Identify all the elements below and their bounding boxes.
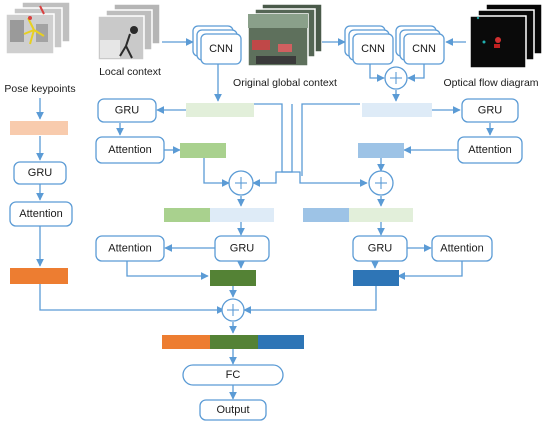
local-context-label: Local context xyxy=(99,66,161,78)
global-to-left-plus-arrow xyxy=(252,104,293,187)
local-gru-label: GRU xyxy=(115,105,140,117)
flow-cnn-label: CNN xyxy=(412,43,436,55)
output-node: Output xyxy=(199,399,267,421)
pose-gru-label: GRU xyxy=(28,167,53,179)
top-plus-node xyxy=(384,66,408,90)
flow-cnn-node: CNN xyxy=(395,25,445,65)
pose-attention-node: Attention xyxy=(9,201,73,227)
pose-attention-label: Attention xyxy=(19,208,62,220)
flow-final-bar xyxy=(353,270,399,286)
flow-concat-part2 xyxy=(349,208,413,222)
pose-gru-node: GRU xyxy=(13,161,67,185)
output-label: Output xyxy=(216,404,249,416)
fc-node: FC xyxy=(182,364,284,386)
mid-left-gru-node: GRU xyxy=(214,235,270,262)
local-concat-part2 xyxy=(210,208,274,222)
local-context-image xyxy=(97,3,161,61)
global-gru-label: GRU xyxy=(478,105,503,117)
local-feature-bar xyxy=(186,103,254,117)
local-attention-label: Attention xyxy=(108,144,151,156)
mid-left-attention-node: Attention xyxy=(95,235,165,262)
pose-keypoints-image xyxy=(5,1,71,55)
optical-flow-label: Optical flow diagram xyxy=(443,77,538,89)
mid-right-gru-node: GRU xyxy=(352,235,408,262)
final-concat-flow xyxy=(258,335,304,349)
global-gru-node: GRU xyxy=(461,98,519,123)
global-context-image xyxy=(247,3,323,67)
right-plus-node xyxy=(368,170,394,196)
pose-attended-bar xyxy=(10,268,68,284)
local-to-right-plus-arrow xyxy=(254,103,368,187)
local-attended-to-plus-arrow xyxy=(203,158,230,187)
local-final-bar xyxy=(210,270,256,286)
global-cnn-node: CNN xyxy=(344,25,394,65)
local-concat-part1 xyxy=(164,208,210,222)
cnn-flow-to-plus-arrow xyxy=(407,64,425,82)
pose-keypoints-label: Pose keypoints xyxy=(4,83,75,95)
final-concat-local xyxy=(210,335,258,349)
local-attended-bar xyxy=(180,143,226,158)
global-attention-label: Attention xyxy=(468,144,511,156)
global-cnn-label: CNN xyxy=(361,43,385,55)
flow-final-to-fusion-arrow xyxy=(243,286,377,314)
fusion-plus-node xyxy=(221,298,245,322)
local-cnn-node: CNN xyxy=(192,25,242,65)
flow-concat-part1 xyxy=(303,208,349,222)
pose-to-fusion-arrow xyxy=(39,284,225,314)
final-concat-pose xyxy=(162,335,210,349)
mid-left-gru-label: GRU xyxy=(230,243,255,255)
global-feature-bar xyxy=(362,103,432,117)
attention-to-local-final-arrow xyxy=(126,260,209,280)
global-branch-wire xyxy=(301,103,360,176)
local-attention-node: Attention xyxy=(95,136,165,164)
mid-left-attention-label: Attention xyxy=(108,243,151,255)
global-attention-node: Attention xyxy=(457,136,523,164)
fc-label: FC xyxy=(226,369,241,381)
cnn-global-to-plus-arrow xyxy=(369,64,385,82)
mid-right-gru-label: GRU xyxy=(368,243,393,255)
optical-flow-image xyxy=(469,3,543,69)
left-plus-node xyxy=(228,170,254,196)
mid-right-attention-node: Attention xyxy=(431,235,493,262)
local-gru-node: GRU xyxy=(97,98,157,123)
mid-right-attention-label: Attention xyxy=(440,243,483,255)
flow-attended-bar xyxy=(358,143,404,158)
local-cnn-label: CNN xyxy=(209,43,233,55)
global-context-label: Original global context xyxy=(233,77,337,89)
pose-feature-bar xyxy=(10,121,68,135)
attention-to-flow-final-arrow xyxy=(397,260,463,280)
